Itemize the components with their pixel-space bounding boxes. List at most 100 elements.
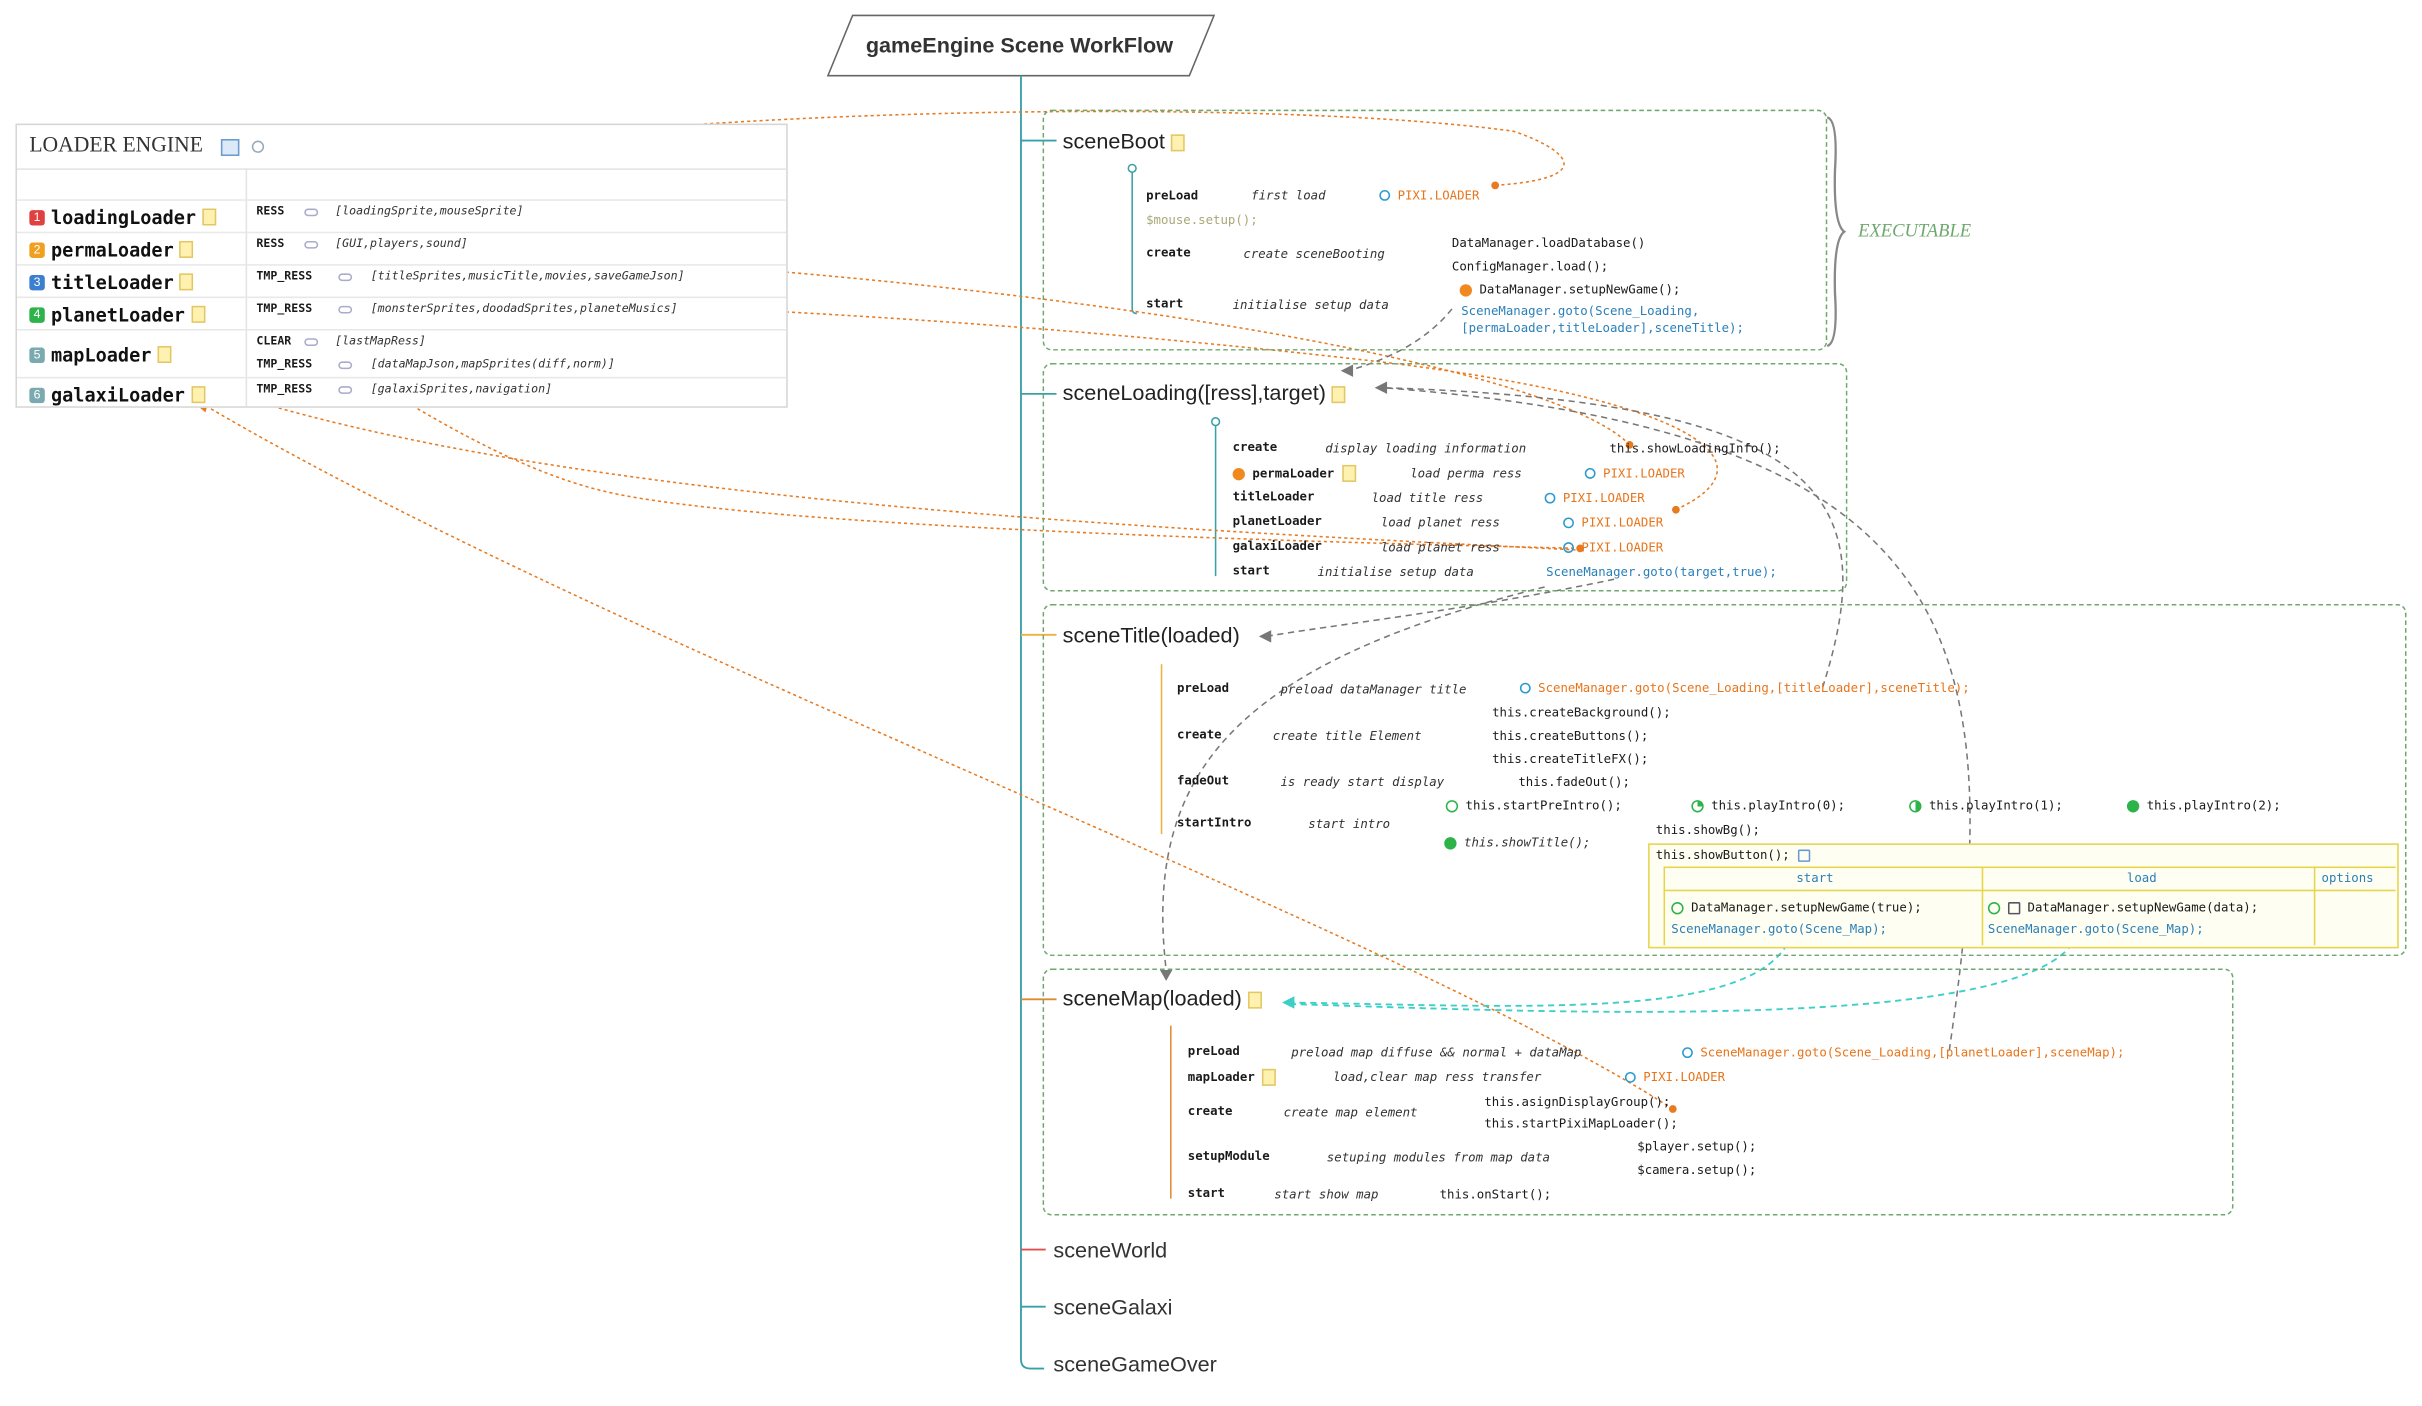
loading-row-label[interactable]: titleLoader [1232,489,1315,504]
scenetitle-title[interactable]: sceneTitle(loaded) [1062,622,1240,648]
map-start-result: this.onStart(); [1439,1187,1552,1202]
refresh-icon [1624,1071,1636,1083]
note-icon[interactable] [1247,991,1262,1009]
note-icon[interactable] [191,306,205,324]
loader-row-titleLoader[interactable]: 3 titleLoader [29,268,194,296]
intro-chain-3: this.playIntro(1); [1909,799,2063,812]
load-cell-2: SceneManager.goto(Scene_Map); [1987,922,2204,937]
note-icon[interactable] [1331,385,1346,403]
map-preload-label[interactable]: preLoad [1187,1044,1240,1059]
sceneboot-title[interactable]: sceneBoot [1063,128,1185,153]
scenegalaxi-node[interactable]: sceneGalaxi [1053,1294,1173,1320]
map-setup-call-2: $camera.setup(); [1637,1163,1757,1177]
note-icon[interactable] [1262,1068,1277,1086]
sceneloading-title[interactable]: sceneLoading([ress],target) [1063,380,1346,405]
map-loader-label[interactable]: mapLoader [1188,1068,1277,1086]
loading-row-desc: load title ress [1371,491,1484,506]
loading-row-label[interactable]: planetLoader [1232,514,1322,529]
loader-entry-key: TMP_RESS [256,381,313,396]
loading-row-desc: display loading information [1325,441,1527,456]
map-create-call-2: this.startPixiMapLoader(); [1484,1116,1678,1131]
refresh-icon [1682,1047,1693,1059]
link-loading-to-map [1162,586,1545,971]
loading-row-result: this.showLoadingInfo(); [1609,441,1781,456]
executable-brace [1826,116,1847,348]
loading-row-result: SceneManager.goto(target,true); [1546,565,1777,580]
boot-start-label[interactable]: start [1146,296,1184,311]
link-planet-maploader [144,362,1576,551]
refresh-icon [1544,492,1556,504]
loader-row-loadingLoader[interactable]: 1 loadingLoader [29,203,217,231]
note-icon[interactable] [1341,464,1356,482]
link-connector-icon [338,305,353,314]
loader-entry-key: RESS [256,236,285,251]
sceneworld-node[interactable]: sceneWorld [1053,1237,1168,1262]
link-load-to-map [1289,934,2079,1013]
boot-create-label[interactable]: create [1146,245,1191,260]
title-preload-label[interactable]: preLoad [1176,681,1230,696]
intro-chain-1: this.startPreIntro(); [1445,799,1622,812]
show-button: this.showButton(); [1656,848,1810,862]
title-create-call-1: this.createBackground(); [1492,705,1671,720]
diagram-title: gameEngine Scene WorkFlow [865,32,1174,58]
map-preload-result: SceneManager.goto(Scene_Loading,[planetL… [1682,1046,2124,1060]
loading-row-label[interactable]: start [1232,563,1270,578]
map-loader-result: PIXI.LOADER [1624,1070,1725,1084]
title-preload-desc: preload dataManager title [1280,682,1467,697]
note-icon[interactable] [179,241,194,259]
table-icon[interactable] [220,139,240,157]
note-icon[interactable] [202,209,217,227]
map-start-label[interactable]: start [1187,1186,1226,1201]
refresh-icon [1519,682,1531,694]
map-setup-label[interactable]: setupModule [1187,1149,1270,1164]
map-preload-desc: preload map diffuse && normal + dataMap [1291,1045,1582,1060]
boot-start-call-3: [permaLoader,titleLoader],sceneTitle); [1461,321,1744,336]
title-create-call-2: this.createButtons(); [1492,729,1649,743]
show-title: this.showTitle(); [1444,836,1591,850]
loader-name: galaxiLoader [50,383,185,406]
map-create-label[interactable]: create [1187,1104,1233,1119]
link-boot-to-loading [1348,308,1453,372]
link-connector-icon [338,273,353,282]
loader-row-galaxiLoader[interactable]: 6 galaxiLoader [29,381,205,409]
link-connector-icon [338,361,353,370]
title-preload-result: SceneManager.goto(Scene_Loading,[titleLo… [1519,681,1970,695]
priority-badge: 6 [29,387,45,403]
link-title-to-loading [1382,386,1844,688]
progress-100-icon [2126,799,2140,812]
map-setup-desc: setuping modules from map data [1326,1150,1551,1165]
priority-badge: 4 [29,307,45,323]
note-icon[interactable] [1170,134,1185,152]
boot-create-call-1: DataManager.loadDatabase() [1451,236,1646,251]
priority-badge: 2 [29,242,45,258]
scenemap-title[interactable]: sceneMap(loaded) [1063,985,1262,1010]
collapse-icon[interactable] [251,140,265,153]
boot-preload-label[interactable]: preLoad [1146,188,1199,203]
loader-name: planetLoader [50,303,185,326]
loading-row-label[interactable]: create [1232,440,1278,455]
loading-row-label[interactable]: galaxiLoader [1232,539,1322,553]
table-icon[interactable] [1797,848,1810,862]
note-icon[interactable] [179,273,194,291]
show-button-table [1648,843,2399,949]
map-start-desc: start show map [1274,1187,1379,1202]
title-fadeout-desc: is ready start display [1280,775,1445,790]
note-icon[interactable] [157,346,172,364]
title-create-label[interactable]: create [1176,727,1222,742]
loading-row-desc: load perma ress [1410,466,1522,481]
loader-name: titleLoader [50,271,174,293]
loader-engine-title: LOADER ENGINE [29,134,203,158]
title-fadeout-label[interactable]: fadeOut [1176,773,1230,788]
note-icon[interactable] [191,386,205,404]
image-icon [2007,901,2021,914]
loading-row-label[interactable]: permaLoader [1232,464,1356,482]
title-intro-label[interactable]: startIntro [1176,815,1252,830]
loader-row-mapLoader[interactable]: 5 mapLoader [29,341,172,369]
loader-row-permaLoader[interactable]: 2 permaLoader [29,236,194,264]
title-create-call-3: this.createTitleFX(); [1492,752,1649,767]
table-header-load: load [2126,871,2157,886]
loader-row-planetLoader[interactable]: 4 planetLoader [29,300,205,328]
scenegameover-node[interactable]: sceneGameOver [1053,1351,1217,1377]
warning-icon [1232,467,1245,480]
